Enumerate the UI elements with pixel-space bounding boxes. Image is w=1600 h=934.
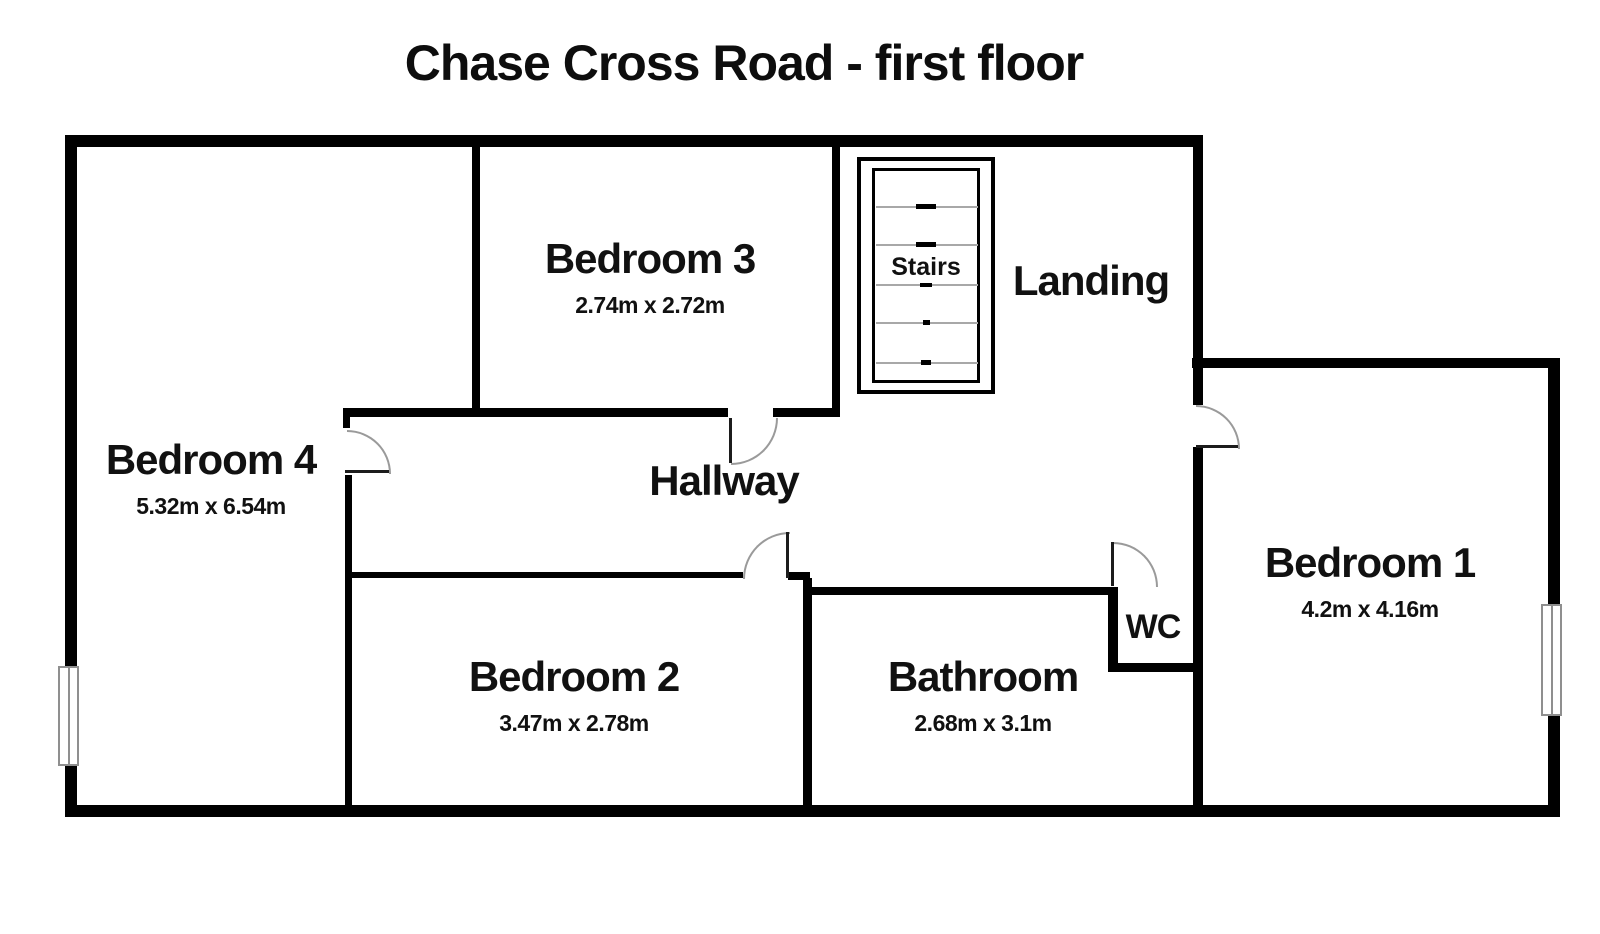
- bedroom2-door-leaf-icon: [786, 532, 789, 578]
- room-name: Bedroom 3: [544, 235, 756, 282]
- room-label-wc: WC: [1125, 608, 1182, 647]
- wall-exterior-right-lower: [1548, 715, 1560, 817]
- window-pane-divider: [1550, 606, 1553, 714]
- room-name: Hallway: [649, 457, 799, 504]
- room-dimensions: 3.47m x 2.78m: [499, 710, 649, 737]
- wall-wc-left: [1108, 587, 1118, 672]
- wall-exterior-bottom: [65, 805, 1560, 817]
- wc-door-arc-icon: [1113, 542, 1158, 587]
- room-label-hallway: Hallway: [649, 457, 799, 504]
- wall-bedroom4-bedroom3-divider: [472, 135, 480, 415]
- stair-tread-mark: [916, 204, 936, 209]
- wall-bedroom3-right: [832, 135, 840, 417]
- stair-tread-mark: [916, 242, 936, 247]
- wall-bedroom1-top: [1192, 358, 1560, 368]
- plan-title: Chase Cross Road - first floor: [404, 35, 1084, 91]
- wall-wc-bottom: [1108, 663, 1203, 672]
- stairs-inner-outline: [872, 168, 980, 383]
- room-dimensions: 2.68m x 3.1m: [914, 710, 1052, 737]
- room-label-bedroom3: Bedroom 3 2.74m x 2.72m: [544, 235, 756, 319]
- bedroom4-door-arc-icon: [347, 430, 391, 474]
- bedroom1-window-icon: [1541, 604, 1562, 716]
- room-dimensions: 2.74m x 2.72m: [575, 292, 725, 319]
- wall-hallway-top-right: [773, 408, 840, 417]
- stair-tread-mark: [921, 360, 931, 365]
- room-dimensions: 5.32m x 6.54m: [136, 493, 286, 520]
- wall-exterior-right-upper: [1548, 358, 1560, 606]
- bedroom4-door-leaf-icon: [345, 470, 389, 473]
- bedroom1-door-arc-icon: [1196, 405, 1240, 449]
- wc-door-leaf-icon: [1111, 542, 1114, 586]
- bedroom4-window-icon: [58, 666, 79, 766]
- room-label-bathroom: Bathroom 2.68m x 3.1m: [887, 653, 1079, 737]
- room-label-landing: Landing: [1012, 257, 1170, 304]
- wall-bedroom4-right-lower: [345, 475, 352, 805]
- room-dimensions: 4.2m x 4.16m: [1301, 596, 1439, 623]
- wall-bedroom4-door-jamb: [343, 408, 350, 428]
- wall-landing-bedroom1-lower: [1193, 447, 1203, 817]
- room-name: WC: [1125, 608, 1182, 646]
- wall-exterior-top: [65, 135, 1202, 147]
- wall-bedroom2-door-jamb: [788, 572, 810, 580]
- wall-hallway-bottom: [345, 572, 743, 578]
- wall-exterior-left-upper: [65, 135, 77, 667]
- room-name: Bathroom: [887, 653, 1079, 700]
- wall-exterior-left-lower: [65, 765, 77, 817]
- bedroom2-door-arc-icon: [743, 532, 790, 579]
- bedroom1-door-leaf-icon: [1196, 445, 1238, 448]
- wall-bathroom-top: [810, 587, 1108, 595]
- room-label-stairs: Stairs: [886, 252, 966, 283]
- wall-landing-bedroom1-upper: [1193, 135, 1203, 405]
- room-name: Bedroom 4: [105, 436, 317, 483]
- wall-bedroom2-bathroom-divider: [803, 578, 812, 808]
- room-name: Bedroom 1: [1264, 539, 1476, 586]
- room-label-bedroom4: Bedroom 4 5.32m x 6.54m: [105, 436, 317, 520]
- window-pane-divider: [67, 668, 70, 764]
- wall-hallway-top-left: [343, 408, 728, 417]
- stair-tread-mark: [920, 282, 932, 287]
- stair-tread-mark: [923, 320, 930, 325]
- room-label-bedroom2: Bedroom 2 3.47m x 2.78m: [468, 653, 680, 737]
- room-name: Landing: [1012, 257, 1170, 304]
- room-name: Bedroom 2: [468, 653, 680, 700]
- room-label-bedroom1: Bedroom 1 4.2m x 4.16m: [1264, 539, 1476, 623]
- bedroom3-door-leaf-icon: [729, 418, 732, 463]
